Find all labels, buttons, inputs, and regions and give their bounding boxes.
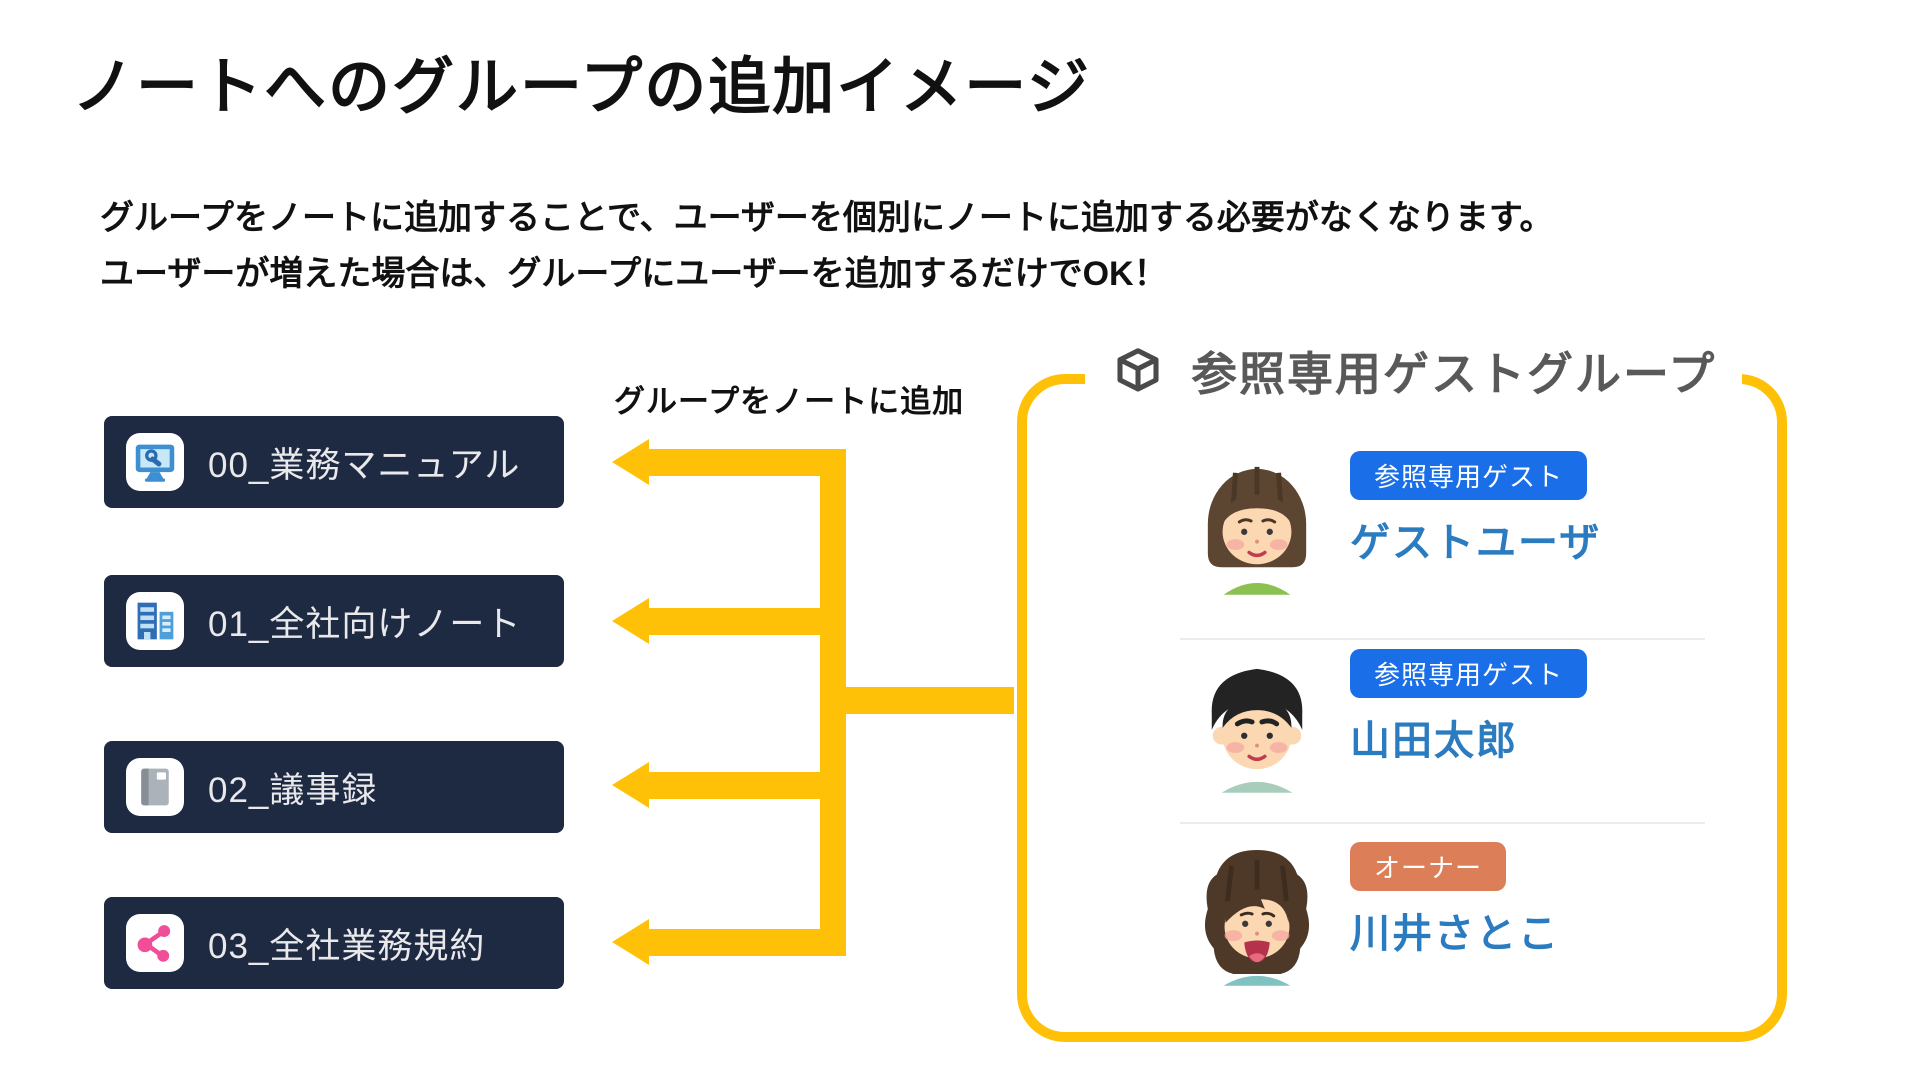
- monitor-wrench-icon: [126, 433, 184, 491]
- note-item-02[interactable]: 02_議事録: [104, 741, 564, 833]
- arrow-shaft-2: [648, 608, 820, 635]
- member-row-yamada[interactable]: 参照専用ゲスト 山田太郎: [1198, 645, 1588, 793]
- arrow-label: グループをノートに追加: [614, 384, 965, 419]
- member-row-kawai[interactable]: オーナー 川井さとこ: [1198, 838, 1560, 986]
- note-item-00[interactable]: 00_業務マニュアル: [104, 416, 564, 508]
- member-name: ゲストユーザ: [1350, 521, 1602, 565]
- arrow-trunk: [820, 449, 846, 956]
- group-panel: 参照専用ゲスト ゲストユーザ: [1017, 374, 1787, 1042]
- description-line-2: ユーザーが増えた場合は、グループにユーザーを追加するだけでOK！: [100, 255, 1168, 293]
- note-label: 00_業務マニュアル: [208, 445, 521, 485]
- member-row-guest-user[interactable]: 参照専用ゲスト ゲストユーザ: [1198, 447, 1601, 595]
- role-badge: 参照専用ゲスト: [1350, 649, 1588, 698]
- description: グループをノートに追加することで、ユーザーを個別にノートに追加する必要がなくなり…: [100, 190, 1554, 302]
- group-header: 参照専用ゲストグループ: [1085, 338, 1743, 404]
- page-title: ノートへのグループの追加イメージ: [72, 53, 1092, 122]
- description-line-1: グループをノートに追加することで、ユーザーを個別にノートに追加する必要がなくなり…: [100, 199, 1554, 237]
- arrow-head-icon-3: [612, 762, 649, 808]
- role-badge: 参照専用ゲスト: [1350, 451, 1588, 500]
- note-label: 02_議事録: [208, 770, 378, 810]
- note-label: 01_全社向けノート: [208, 604, 522, 644]
- row-separator: [1180, 822, 1705, 824]
- arrow-head-icon-1: [612, 439, 649, 485]
- woman-curly-avatar-icon: [1198, 838, 1316, 986]
- row-separator: [1180, 638, 1705, 640]
- note-item-03[interactable]: 03_全社業務規約: [104, 897, 564, 989]
- notebook-icon: [126, 758, 184, 816]
- arrow-shaft-1: [648, 449, 820, 476]
- member-name: 川井さとこ: [1350, 912, 1560, 956]
- arrow-shaft-4: [648, 929, 820, 956]
- note-item-01[interactable]: 01_全社向けノート: [104, 575, 564, 667]
- office-building-icon: [126, 592, 184, 650]
- note-label: 03_全社業務規約: [208, 926, 486, 966]
- cube-icon: [1111, 344, 1165, 398]
- arrow-shaft-3: [648, 772, 820, 799]
- group-connector: [846, 687, 1014, 714]
- member-name: 山田太郎: [1350, 719, 1518, 763]
- group-title: 参照専用ゲストグループ: [1191, 348, 1717, 400]
- role-badge: オーナー: [1350, 842, 1507, 891]
- woman-bob-avatar-icon: [1198, 447, 1316, 595]
- share-icon: [126, 914, 184, 972]
- arrow-head-icon-4: [612, 919, 649, 965]
- arrow-head-icon-2: [612, 598, 649, 644]
- man-avatar-icon: [1198, 645, 1316, 793]
